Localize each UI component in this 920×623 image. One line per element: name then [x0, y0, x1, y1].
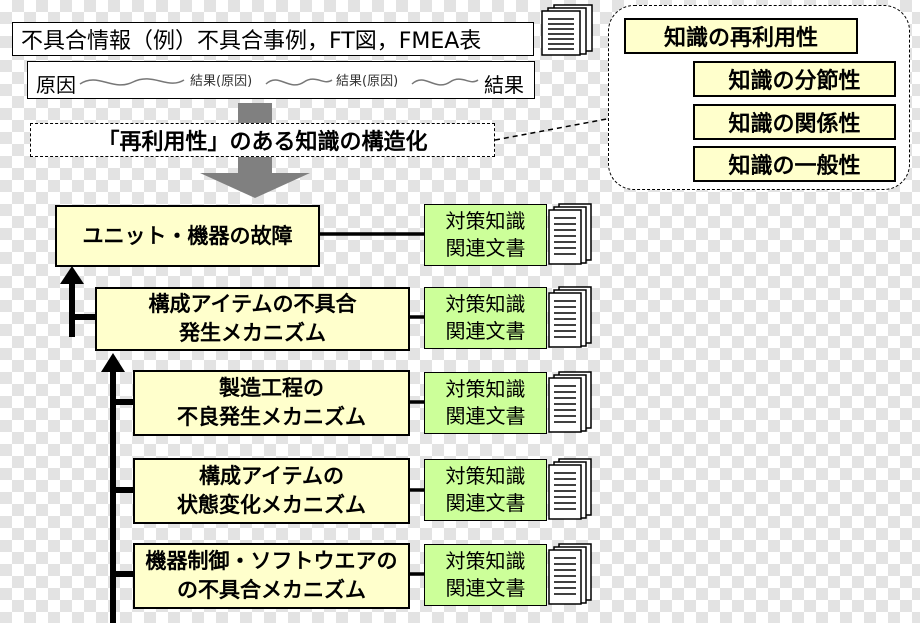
up-arrow-icon [60, 266, 84, 284]
reuse-item-generality: 知識の一般性 [693, 146, 896, 182]
down-arrow-icon [200, 157, 310, 198]
down-arrow-icon [238, 103, 272, 123]
chain-cause: 原因 [36, 73, 76, 97]
chain-intermediate-1: 結果(原因) [190, 74, 253, 89]
document-stack-icon [548, 371, 592, 433]
category-state-change: 構成アイテムの 状態変化メカニズム [133, 458, 410, 524]
chain-result: 結果 [484, 73, 524, 97]
doc-label: 対策知識関連文書 [424, 459, 547, 521]
document-stack-icon [548, 286, 592, 348]
cause-result-chain: 原因 結果(原因) 結果(原因) 結果 [27, 61, 535, 99]
chain-intermediate-2: 結果(原因) [336, 74, 399, 89]
doc-label: 対策知識関連文書 [424, 372, 547, 434]
up-arrow-icon [101, 353, 125, 372]
doc-connectors [320, 232, 424, 576]
hierarchy-lines [69, 282, 133, 623]
doc-label: 対策知識関連文書 [424, 204, 547, 266]
reuse-item-segmentation: 知識の分節性 [693, 61, 896, 97]
document-stack-icon [548, 543, 592, 605]
wave-arrow-icon [265, 78, 333, 86]
wave-arrow-icon [79, 78, 185, 86]
document-stack-icon [548, 458, 592, 520]
doc-label: 対策知識関連文書 [424, 287, 547, 349]
reuse-leader-line [494, 117, 613, 141]
sources-label: 不具合情報（例）不具合事例，FT図，FMEA表 [12, 22, 534, 56]
document-stack-icon [548, 203, 592, 265]
category-unit-failure: ユニット・機器の故障 [55, 205, 320, 267]
category-control-software: 機器制御・ソフトウエアの の不具合メカニズム [133, 543, 410, 609]
category-manufacturing-defect: 製造工程の 不良発生メカニズム [133, 370, 410, 436]
reuse-item-relation: 知識の関係性 [693, 104, 896, 140]
reuse-title: 知識の再利用性 [624, 18, 858, 54]
structuring-label: 「再利用性」のある知識の構造化 [30, 123, 495, 157]
document-stack-icon [541, 4, 593, 56]
wave-arrow-icon [411, 78, 479, 86]
category-item-defect: 構成アイテムの不具合 発生メカニズム [95, 287, 410, 351]
doc-label: 対策知識関連文書 [424, 544, 547, 606]
